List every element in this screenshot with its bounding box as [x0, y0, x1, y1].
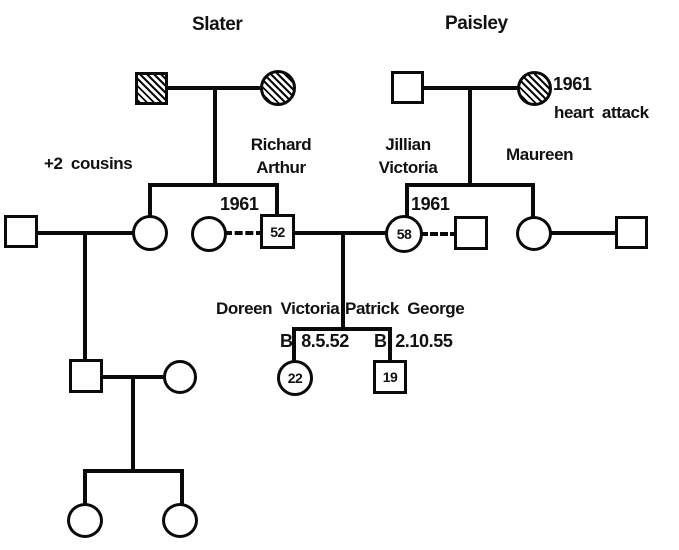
- richard-square: 52: [260, 214, 295, 249]
- richard-separation-dashed-line: [224, 231, 264, 235]
- jillian-circle: 58: [385, 215, 423, 253]
- richard-jillian-marriage-line: [290, 231, 390, 235]
- paisley-sibship-line: [405, 183, 535, 187]
- doreen-birth-date: B 8.5.52: [280, 331, 349, 351]
- maureen-name: Maureen: [506, 145, 574, 164]
- maureen-drop-line: [531, 183, 535, 219]
- cousin-son-descent-line: [83, 231, 87, 363]
- cousin-son-wife-circle: [163, 360, 197, 394]
- maureen-husband-square: [615, 216, 648, 249]
- patrick-name: Patrick George: [345, 299, 465, 318]
- richard-separation-year: 1961: [220, 194, 259, 214]
- grandchild-2-drop-line: [180, 469, 184, 507]
- patrick-birth-date: B 2.10.55: [374, 331, 453, 351]
- children-descent-line: [341, 231, 345, 331]
- doreen-age: 22: [287, 370, 303, 386]
- paisley-family-title: Paisley: [445, 13, 508, 34]
- richard-age: 52: [270, 223, 285, 240]
- richard-name: Richard Arthur: [250, 135, 312, 177]
- paisley-grandfather-square: [391, 71, 424, 104]
- slater-daughter-husband-square: [4, 215, 38, 248]
- children-sibship-line: [292, 327, 392, 331]
- slater-grandmother-circle-deceased: [260, 70, 296, 106]
- patrick-drop-line: [388, 327, 392, 363]
- maureen-marriage-line: [548, 231, 620, 235]
- jillian-ex-husband-square: [454, 216, 488, 250]
- jillian-drop-line: [405, 183, 409, 219]
- slater-descent-line: [213, 86, 217, 186]
- slater-daughter-circle: [132, 215, 168, 251]
- grandchild-1-circle: [67, 503, 103, 538]
- doreen-drop-line: [292, 327, 296, 363]
- paisley-grandmother-death-cause: heart attack: [554, 103, 649, 122]
- slater-grandfather-square-deceased: [135, 72, 168, 105]
- paisley-descent-line: [468, 86, 472, 186]
- richard-ex-wife-circle: [191, 216, 227, 252]
- grandchildren-sibship-line: [83, 469, 184, 473]
- grandchild-2-circle: [162, 503, 198, 538]
- slater-sibship-line: [148, 183, 279, 187]
- jillian-name: Jillian Victoria: [378, 135, 438, 177]
- grandchildren-descent-line: [131, 375, 135, 473]
- slater-daughter-drop-line: [148, 183, 152, 218]
- paisley-grandmother-death-year: 1961: [553, 74, 592, 94]
- jillian-separation-dashed-line: [420, 232, 458, 236]
- grandchild-1-drop-line: [83, 469, 87, 507]
- doreen-circle: 22: [277, 360, 313, 396]
- cousins-note: +2 cousins: [44, 154, 133, 173]
- patrick-square: 19: [373, 360, 407, 394]
- maureen-circle: [516, 216, 552, 251]
- paisley-grandmother-circle-deceased: [517, 71, 552, 106]
- cousin-son-square: [69, 359, 103, 393]
- richard-drop-line: [275, 183, 279, 217]
- jillian-separation-year: 1961: [411, 194, 450, 214]
- doreen-name: Doreen Victoria: [216, 299, 340, 318]
- jillian-age: 58: [396, 226, 412, 242]
- slater-family-title: Slater: [192, 14, 243, 35]
- patrick-age: 19: [382, 369, 398, 385]
